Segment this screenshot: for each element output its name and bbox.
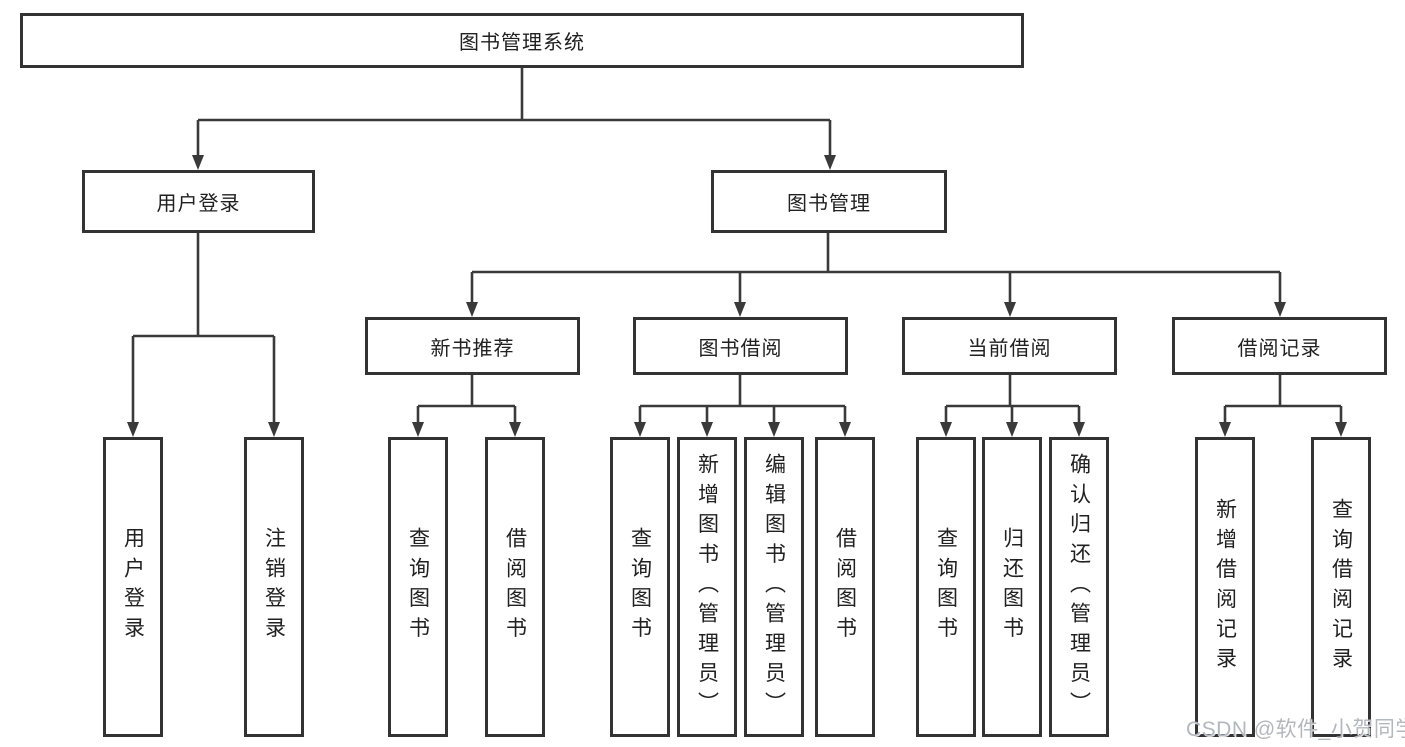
node-library-system-label: 图书管理系统: [459, 32, 585, 54]
node-new-book-recommendation-label: 新书推荐: [430, 337, 515, 360]
node-current-borrowing: 当前借阅: [902, 317, 1117, 375]
node-user-login-label: 用户登录: [156, 193, 241, 215]
node-current-borrowing-label: 当前借阅: [967, 337, 1052, 360]
leaf-query-books-recommend-label: 查询图书: [406, 527, 430, 647]
leaf-query-borrow-record-label: 查询借阅记录: [1329, 497, 1353, 677]
node-library-system: 图书管理系统: [20, 13, 1024, 68]
leaf-query-books-current: 查询图书: [916, 437, 976, 737]
leaf-add-borrow-record-label: 新增借阅记录: [1213, 497, 1237, 677]
leaf-add-borrow-record: 新增借阅记录: [1195, 437, 1255, 737]
node-borrowing-records-label: 借阅记录: [1237, 337, 1322, 360]
node-borrowing-records: 借阅记录: [1172, 317, 1387, 375]
leaf-add-books-admin: 新增图书（管理员）: [677, 437, 737, 737]
leaf-return-books-label: 归还图书: [1000, 527, 1024, 647]
leaf-edit-books-admin: 编辑图书（管理员）: [744, 437, 804, 737]
leaf-logout-label: 注销登录: [262, 527, 286, 647]
leaf-borrow-books: 借阅图书: [815, 437, 875, 737]
node-new-book-recommendation: 新书推荐: [365, 317, 580, 375]
leaf-return-books: 归还图书: [982, 437, 1042, 737]
leaf-query-borrow-record: 查询借阅记录: [1311, 437, 1371, 737]
node-book-borrowing: 图书借阅: [633, 317, 848, 375]
leaf-edit-books-admin-label: 编辑图书（管理员）: [762, 452, 786, 722]
node-book-management-label: 图书管理: [787, 193, 871, 215]
leaf-query-books-borrow-label: 查询图书: [628, 527, 652, 647]
csdn-watermark: CSDN @软件_小贺同学: [1186, 718, 1405, 741]
node-user-login: 用户登录: [82, 170, 315, 233]
leaf-query-books-recommend: 查询图书: [388, 437, 448, 737]
leaf-query-books-borrow: 查询图书: [610, 437, 670, 737]
node-book-borrowing-label: 图书借阅: [698, 337, 783, 360]
leaf-borrow-books-recommend: 借阅图书: [485, 437, 545, 737]
leaf-confirm-return-admin: 确认归还（管理员）: [1049, 437, 1109, 737]
leaf-borrow-books-recommend-label: 借阅图书: [503, 527, 527, 647]
leaf-user-login-label: 用户登录: [121, 527, 145, 647]
node-book-management: 图书管理: [711, 170, 947, 233]
leaf-query-books-current-label: 查询图书: [934, 527, 958, 647]
leaf-borrow-books-label: 借阅图书: [833, 527, 857, 647]
leaf-confirm-return-admin-label: 确认归还（管理员）: [1067, 452, 1091, 722]
leaf-add-books-admin-label: 新增图书（管理员）: [695, 452, 719, 722]
leaf-user-login: 用户登录: [103, 437, 163, 737]
leaf-logout: 注销登录: [244, 437, 304, 737]
